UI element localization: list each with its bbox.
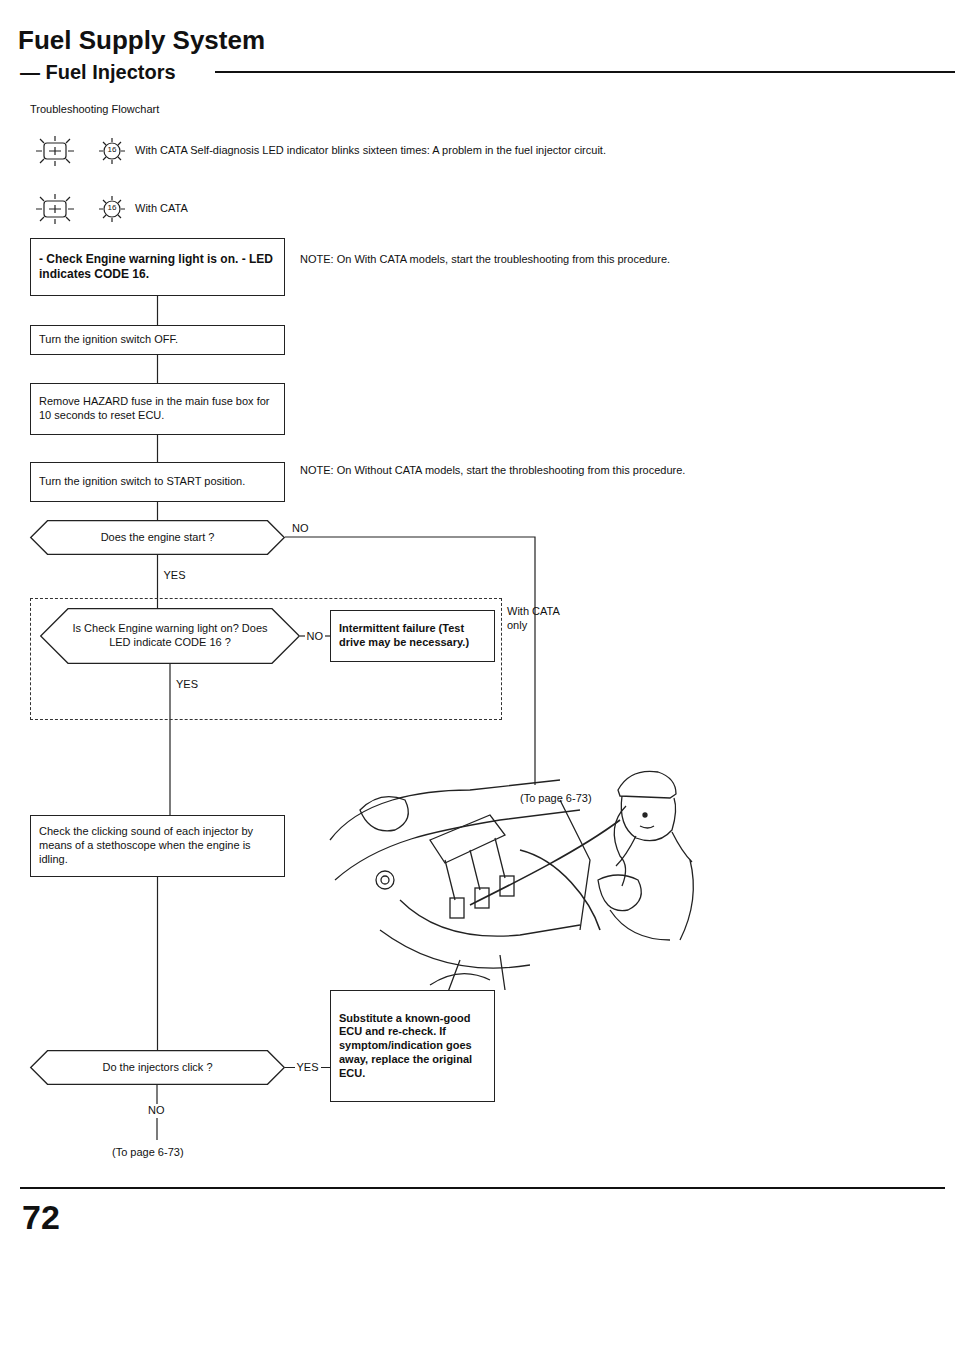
node-text: Remove HAZARD fuse in the main fuse box … (39, 395, 276, 423)
node-text: Does the engine start ? (52, 531, 264, 545)
engine-illustration (330, 780, 620, 1000)
page-title: Fuel Supply System (18, 24, 418, 57)
flow-line (157, 435, 158, 462)
decision-diamond: Is Check Engine warning light on? Does L… (40, 608, 300, 664)
subtitle: — Fuel Injectors (20, 60, 260, 85)
flow-line (157, 296, 158, 325)
branch-label: YES (162, 569, 188, 582)
led-icon (36, 136, 125, 166)
description: With CATA (135, 202, 335, 216)
node-text: Turn the ignition switch to START positi… (39, 475, 276, 489)
dashed-region: With CATA onlyIs Check Engine warning li… (30, 598, 502, 720)
description: With CATA Self-diagnosis LED indicator b… (135, 144, 950, 158)
branch-label: NO (305, 630, 326, 643)
flow-line (157, 502, 158, 520)
process-box: - Check Engine warning light is on. - LE… (30, 238, 285, 296)
node-text: Intermittent failure (Test drive may be … (339, 622, 486, 650)
page-reference: (To page 6-73) (520, 792, 630, 806)
process-box: Turn the ignition switch OFF. (30, 325, 285, 355)
led-icon (36, 194, 125, 224)
flow-line (157, 877, 158, 1050)
process-box: Substitute a known-good ECU and re-check… (330, 990, 495, 1102)
branch-label: NO (292, 522, 322, 536)
page-number: 72 (22, 1196, 102, 1239)
decision-diamond: Do the injectors click ? (30, 1050, 285, 1085)
node-text: Is Check Engine warning light on? Does L… (72, 622, 268, 650)
node-text: Check the clicking sound of each injecto… (39, 825, 276, 866)
node-text: Do the injectors click ? (52, 1061, 264, 1075)
page-reference: (To page 6-73) (112, 1146, 222, 1160)
flow-line (157, 555, 158, 608)
process-box: Remove HAZARD fuse in the main fuse box … (30, 383, 285, 435)
branch-label: NO (148, 1104, 170, 1118)
code-number: 16 (102, 203, 122, 213)
node-text: Substitute a known-good ECU and re-check… (339, 1012, 486, 1081)
branch-label: YES (295, 1061, 321, 1074)
node-text: Turn the ignition switch OFF. (39, 333, 276, 347)
flow-line (169, 664, 170, 815)
decision-diamond: Does the engine start ? (30, 520, 285, 555)
chart-heading: Troubleshooting Flowchart (30, 103, 330, 117)
note: NOTE: On With CATA models, start the tro… (300, 253, 690, 267)
process-box: Check the clicking sound of each injecto… (30, 815, 285, 877)
process-box: Turn the ignition switch to START positi… (30, 462, 285, 502)
code-number: 16 (102, 145, 122, 155)
mechanic-figure (598, 771, 693, 940)
flow-line (157, 355, 158, 383)
heading-rule (20, 72, 955, 1188)
region-heading: With CATA only (507, 605, 567, 633)
process-box: Intermittent failure (Test drive may be … (330, 610, 495, 662)
branch-label: YES (174, 678, 200, 691)
note: NOTE: On Without CATA models, start the … (300, 464, 690, 478)
node-text: - Check Engine warning light is on. - LE… (39, 252, 276, 282)
